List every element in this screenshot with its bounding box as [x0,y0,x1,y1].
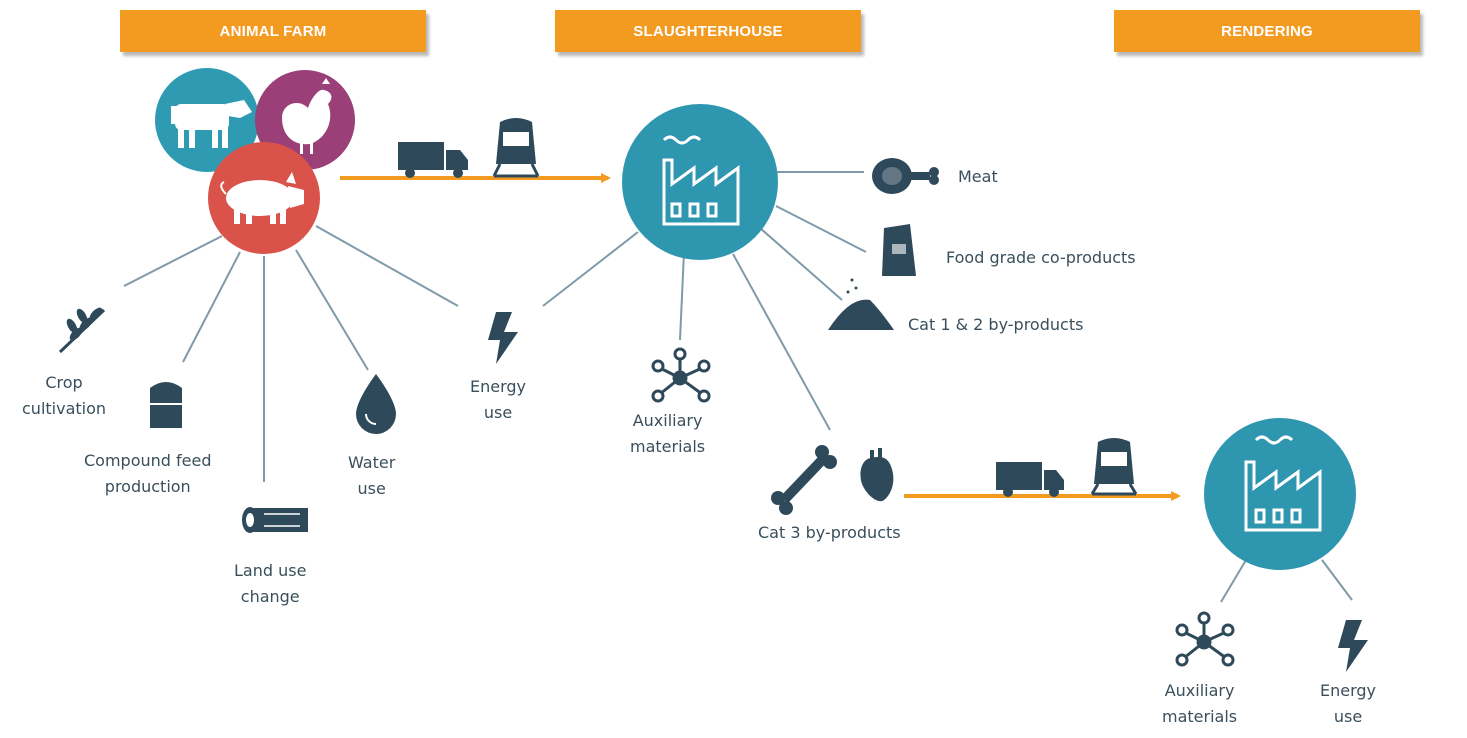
truck-icon [398,142,468,178]
powder-pile-icon [828,278,894,330]
label-cat-3-by-products: Cat 3 by-products [758,523,901,542]
cow-icon [155,68,259,172]
wheat-icon [58,307,106,354]
heart-icon [860,448,894,502]
rendering-connectors [1220,559,1353,603]
label-cat-1-2-by-products: Cat 1 & 2 by-products [908,315,1084,334]
factory-icon [622,104,778,260]
header-rendering: RENDERING [1114,10,1420,52]
header-animal-farm: ANIMAL FARM [120,10,426,52]
lightning-icon [1338,620,1368,672]
header-slaughterhouse: SLAUGHTERHOUSE [555,10,861,52]
bone-icon [771,445,837,515]
slaughterhouse-connectors [542,171,867,431]
label-food-grade-co-products: Food grade co-products [946,248,1136,267]
ham-icon [872,158,939,194]
truck-icon [996,462,1064,497]
molecule-icon [651,347,711,403]
factory-icon [1204,418,1356,570]
log-icon [242,507,308,533]
label-meat: Meat [958,167,998,186]
pig-icon [208,142,320,254]
train-icon [1090,438,1138,496]
feed-silo-icon [150,382,182,428]
food-bag-icon [882,224,916,276]
farm-connectors [123,225,459,482]
water-drop-icon [356,374,396,434]
train-icon [492,118,540,178]
molecule-icon [1175,611,1235,667]
lightning-icon [488,312,518,364]
